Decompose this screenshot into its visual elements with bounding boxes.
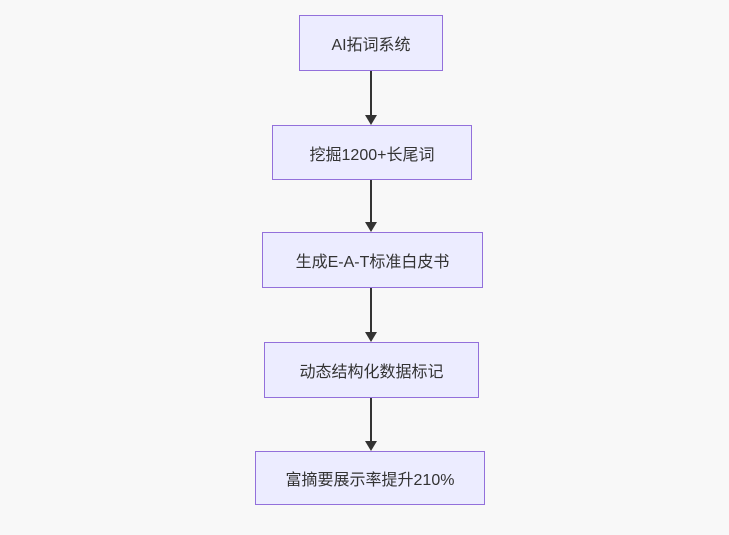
flow-node-generate-eat-whitepaper: 生成E-A-T标准白皮书 [262, 232, 483, 288]
arrowhead-down-icon [365, 332, 377, 342]
flow-node-ai-word-expansion-system: AI拓词系统 [299, 15, 443, 71]
arrowhead-down-icon [365, 222, 377, 232]
flow-arrow-line-2 [370, 180, 372, 222]
arrowhead-down-icon [365, 115, 377, 125]
flow-node-label: AI拓词系统 [331, 37, 411, 54]
flow-arrow-line-1 [370, 71, 372, 115]
flow-node-label: 富摘要展示率提升210% [285, 472, 455, 489]
flow-node-rich-snippet-rate-increase: 富摘要展示率提升210% [255, 451, 485, 505]
flow-node-label: 动态结构化数据标记 [299, 364, 444, 381]
flow-node-mine-longtail-keywords: 挖掘1200+长尾词 [272, 125, 472, 180]
flow-node-dynamic-structured-data-markup: 动态结构化数据标记 [264, 342, 479, 398]
flow-node-label: 生成E-A-T标准白皮书 [295, 254, 450, 271]
flow-arrow-line-4 [370, 398, 372, 441]
arrowhead-down-icon [365, 441, 377, 451]
flow-node-label: 挖掘1200+长尾词 [309, 146, 435, 164]
flow-arrow-line-3 [370, 288, 372, 332]
